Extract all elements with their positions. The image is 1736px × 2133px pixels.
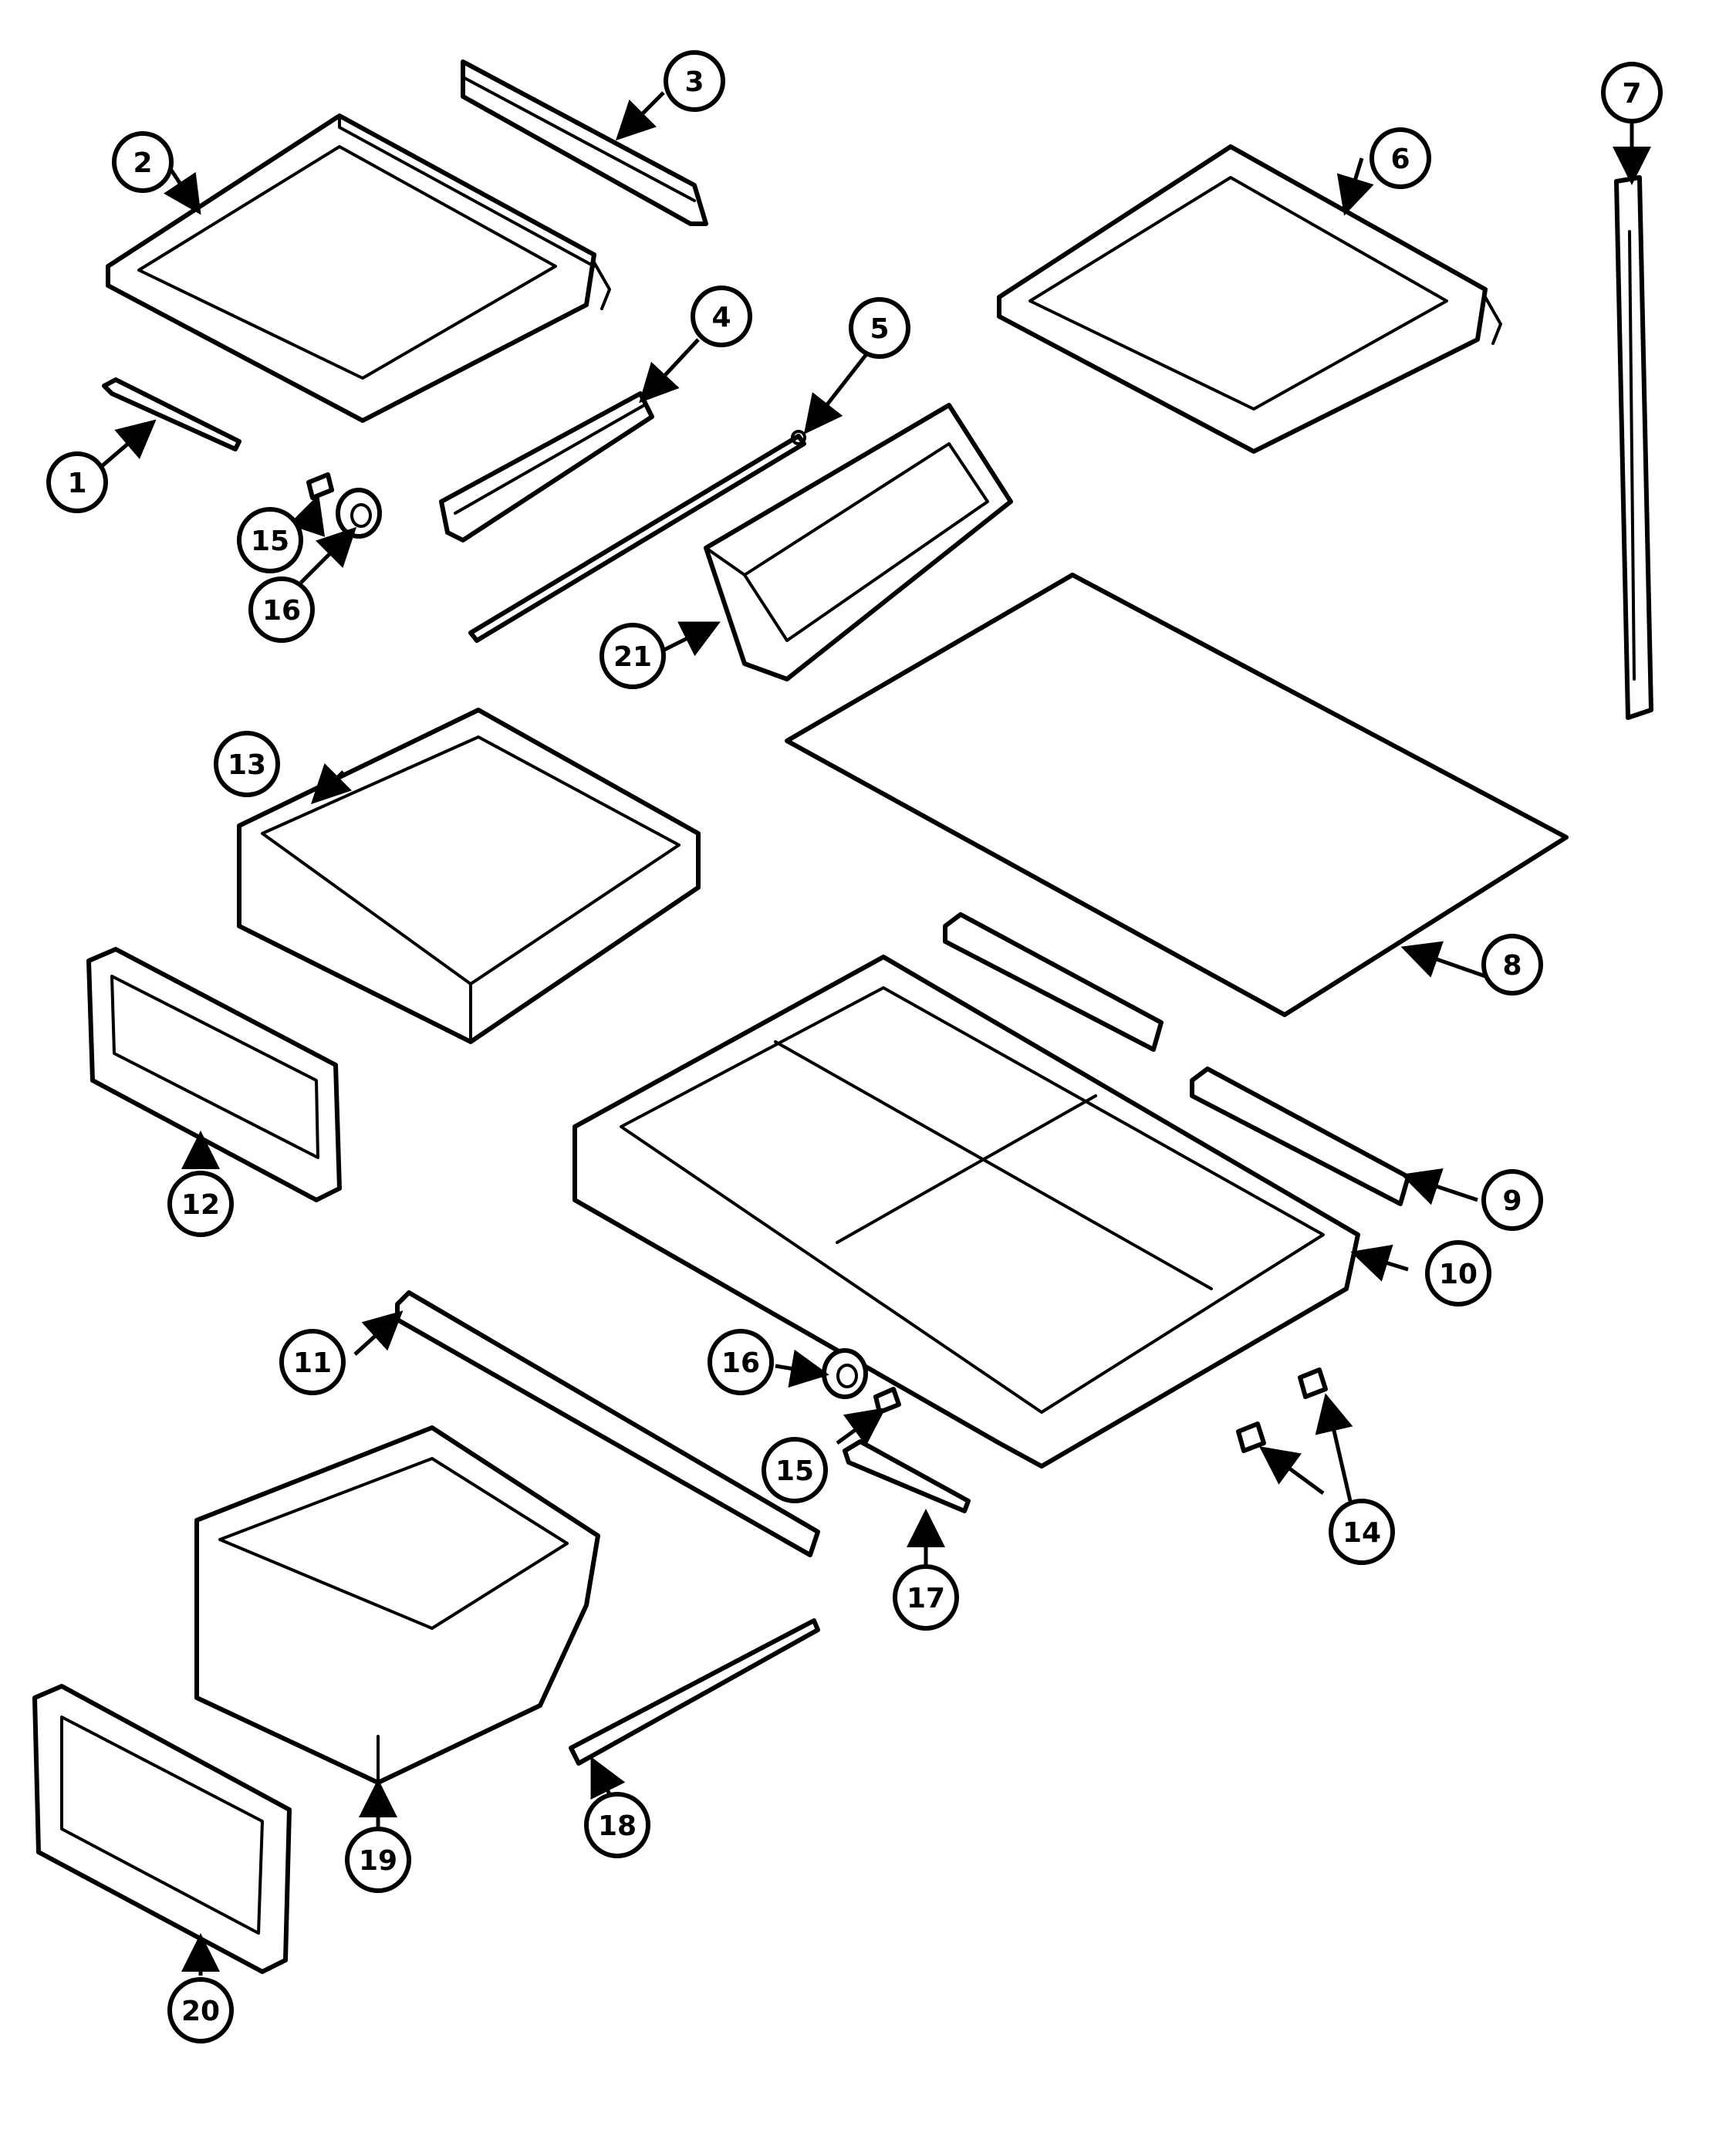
svg-text:20: 20 [181,1996,220,2027]
part-trim-3 [461,59,708,226]
svg-text:19: 19 [359,1845,397,1877]
svg-text:16: 16 [721,1347,760,1379]
part-rod-18 [569,1618,820,1766]
callout-17: 17 [893,1564,959,1631]
part-roller-16-upper [336,488,382,539]
svg-text:14: 14 [1343,1517,1381,1549]
callouts: 1 2 3 4 5 6 7 8 [46,50,1663,2043]
callout-11: 11 [279,1329,346,1395]
svg-text:18: 18 [598,1810,637,1842]
part-front-20 [32,1684,292,1974]
svg-text:9: 9 [1502,1185,1522,1217]
svg-text:4: 4 [711,302,731,333]
callout-10: 10 [1425,1240,1491,1307]
callout-19: 19 [345,1827,411,1893]
callout-4: 4 [691,286,752,347]
callout-13: 13 [214,731,280,797]
part-rail-7 [1614,175,1653,720]
svg-text:10: 10 [1439,1259,1478,1290]
leader-lines [95,91,1651,1976]
svg-text:13: 13 [228,749,266,781]
svg-text:3: 3 [684,66,704,98]
callout-6: 6 [1370,127,1431,189]
callout-21: 21 [599,623,666,689]
svg-text:8: 8 [1502,950,1522,982]
svg-text:17: 17 [907,1583,945,1614]
callout-18: 18 [584,1792,650,1858]
svg-text:21: 21 [613,641,652,673]
callout-5: 5 [849,297,910,359]
svg-text:16: 16 [262,595,301,627]
svg-text:5: 5 [870,313,889,345]
svg-text:6: 6 [1390,144,1410,175]
svg-text:11: 11 [293,1347,332,1379]
callout-14: 14 [1329,1499,1395,1565]
callout-8: 8 [1481,934,1543,996]
part-front-12 [86,947,342,1202]
callout-12: 12 [167,1171,234,1237]
part-slide-1 [102,377,241,451]
part-slide-17 [843,1439,971,1513]
part-rod-5 [468,430,806,643]
svg-text:15: 15 [775,1455,814,1487]
part-shelf-6 [997,144,1502,454]
part-screw-15-lower [873,1387,901,1415]
callout-9: 9 [1481,1169,1543,1231]
callout-7: 7 [1601,62,1663,123]
part-screw-15-upper [306,472,334,500]
part-bin-21 [704,403,1013,681]
part-shelf-2 [106,113,611,423]
part-roller-16-lower [822,1348,868,1399]
svg-text:7: 7 [1622,78,1641,110]
part-glass-8 [785,573,1569,1017]
callout-16-lower: 16 [708,1329,774,1395]
svg-text:12: 12 [181,1189,220,1221]
part-screws-14 [1236,1367,1328,1453]
svg-text:15: 15 [251,526,289,557]
part-pan-19 [194,1425,600,1785]
part-frame-10 [572,955,1360,1469]
callout-20: 20 [167,1977,234,2043]
svg-text:1: 1 [67,468,86,499]
part-channel-4 [439,391,654,543]
svg-text:2: 2 [133,147,152,179]
part-pan-13 [237,708,701,1044]
part-rail-9-upper [943,912,1164,1052]
callout-3: 3 [664,50,725,112]
callout-1: 1 [46,451,108,513]
callout-15-upper: 15 [237,507,303,573]
callout-2: 2 [112,131,174,193]
callout-16-upper: 16 [248,576,315,643]
callout-15-lower: 15 [762,1437,828,1503]
